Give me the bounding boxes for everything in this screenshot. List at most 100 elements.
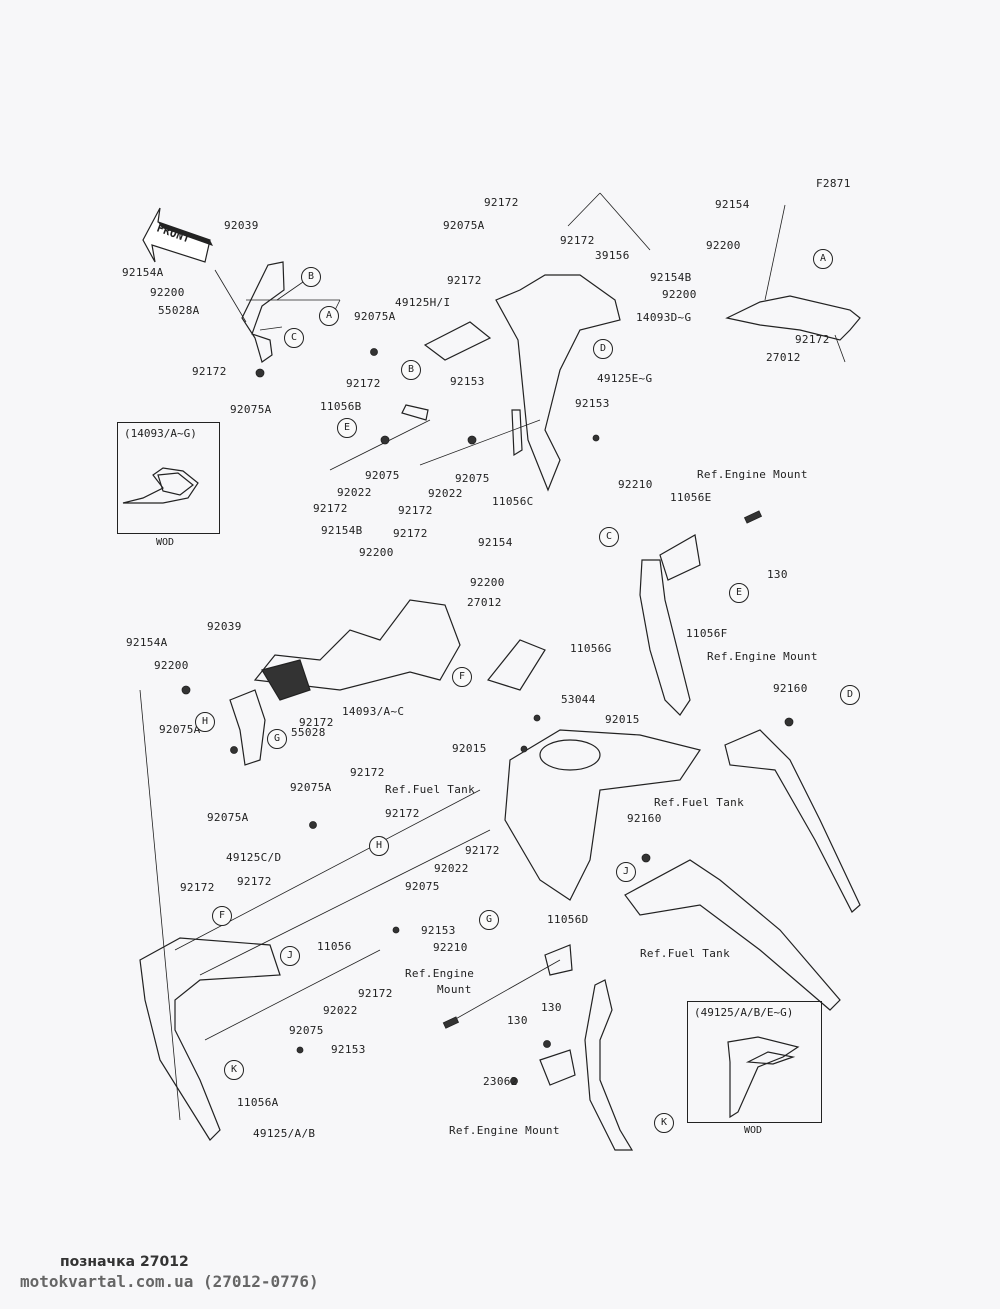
part-number-label[interactable]: 49125C/D xyxy=(226,851,282,864)
part-number-label[interactable]: 11056A xyxy=(237,1096,279,1109)
ref-marker-g[interactable]: G xyxy=(479,910,499,930)
part-number-label[interactable]: 92200 xyxy=(662,288,697,301)
part-number-label[interactable]: 92039 xyxy=(207,620,242,633)
part-number-label[interactable]: 92154A xyxy=(122,266,164,279)
part-number-label[interactable]: 49125/A/B xyxy=(253,1127,316,1140)
part-number-label[interactable]: 92172 xyxy=(350,766,385,779)
ref-marker-c[interactable]: C xyxy=(599,527,619,547)
part-number-label[interactable]: 92075A xyxy=(159,723,201,736)
ref-marker-f[interactable]: F xyxy=(212,906,232,926)
ref-marker-d[interactable]: D xyxy=(840,685,860,705)
part-number-label[interactable]: 11056G xyxy=(570,642,612,655)
part-number-label[interactable]: 39156 xyxy=(595,249,630,262)
part-number-label[interactable]: 92154B xyxy=(650,271,692,284)
part-number-label[interactable]: 92075A xyxy=(354,310,396,323)
part-number-label[interactable]: 130 xyxy=(767,568,788,581)
reference-label[interactable]: Ref.Engine Mount xyxy=(697,468,808,481)
ref-marker-k[interactable]: K xyxy=(654,1113,674,1133)
part-number-label[interactable]: 92200 xyxy=(359,546,394,559)
part-number-label[interactable]: 49125H/I xyxy=(395,296,451,309)
part-number-label[interactable]: 92075A xyxy=(443,219,485,232)
part-number-label[interactable]: 92075 xyxy=(289,1024,324,1037)
part-number-label[interactable]: 92172 xyxy=(192,365,227,378)
reference-label[interactable]: Ref.Fuel Tank xyxy=(654,796,744,809)
part-number-label[interactable]: 92154B xyxy=(321,524,363,537)
part-number-label[interactable]: 92075 xyxy=(365,469,400,482)
part-number-label[interactable]: 92172 xyxy=(358,987,393,1000)
part-number-label[interactable]: 92015 xyxy=(605,713,640,726)
part-number-label[interactable]: 27012 xyxy=(467,596,502,609)
part-number-label[interactable]: 49125E~G xyxy=(597,372,653,385)
part-number-label[interactable]: 92172 xyxy=(484,196,519,209)
part-number-label[interactable]: 92153 xyxy=(331,1043,366,1056)
part-number-label[interactable]: 130 xyxy=(507,1014,528,1027)
part-number-label[interactable]: 92075A xyxy=(290,781,332,794)
part-number-label[interactable]: 92172 xyxy=(393,527,428,540)
part-number-label[interactable]: 11056D xyxy=(547,913,589,926)
part-number-label[interactable]: 55028A xyxy=(158,304,200,317)
part-number-label[interactable]: 92075 xyxy=(455,472,490,485)
ref-marker-a[interactable]: A xyxy=(813,249,833,269)
part-number-label[interactable]: 92154 xyxy=(715,198,750,211)
part-number-label[interactable]: 92210 xyxy=(433,941,468,954)
part-number-label[interactable]: 92172 xyxy=(180,881,215,894)
part-number-label[interactable]: 14093D~G xyxy=(636,311,692,324)
part-number-label[interactable]: 92172 xyxy=(299,716,334,729)
part-number-label[interactable]: 92172 xyxy=(346,377,381,390)
part-number-label[interactable]: 92172 xyxy=(795,333,830,346)
ref-marker-h[interactable]: H xyxy=(369,836,389,856)
part-number-label[interactable]: 92075 xyxy=(405,880,440,893)
part-number-label[interactable]: 53044 xyxy=(561,693,596,706)
reference-label[interactable]: Ref.Fuel Tank xyxy=(640,947,730,960)
part-number-label[interactable]: 92022 xyxy=(337,486,372,499)
part-number-label[interactable]: 92154 xyxy=(478,536,513,549)
part-number-label[interactable]: 92153 xyxy=(421,924,456,937)
reference-label[interactable]: Ref.Engine Mount xyxy=(449,1124,560,1137)
part-number-label[interactable]: 92154A xyxy=(126,636,168,649)
reference-label[interactable]: Ref.Engine xyxy=(405,967,475,980)
part-number-label[interactable]: 11056B xyxy=(320,400,362,413)
part-number-label[interactable]: 92200 xyxy=(706,239,741,252)
footer-source-link[interactable]: motokvartal.com.ua (27012-0776) xyxy=(20,1272,319,1291)
part-number-label[interactable]: 92172 xyxy=(237,875,272,888)
part-number-label[interactable]: 92153 xyxy=(450,375,485,388)
part-number-label[interactable]: 92210 xyxy=(618,478,653,491)
part-number-label[interactable]: 92160 xyxy=(773,682,808,695)
part-number-label[interactable]: 92172 xyxy=(560,234,595,247)
part-number-label[interactable]: 92075A xyxy=(207,811,249,824)
part-number-label[interactable]: 92153 xyxy=(575,397,610,410)
part-number-label[interactable]: 11056 xyxy=(317,940,352,953)
part-number-label[interactable]: 11056C xyxy=(492,495,534,508)
part-number-label[interactable]: 130 xyxy=(541,1001,562,1014)
ref-marker-b[interactable]: B xyxy=(401,360,421,380)
part-number-label[interactable]: 55028 xyxy=(291,726,326,739)
ref-marker-e[interactable]: E xyxy=(337,418,357,438)
part-number-label[interactable]: 92200 xyxy=(150,286,185,299)
part-number-label[interactable]: 92200 xyxy=(154,659,189,672)
ref-marker-k[interactable]: K xyxy=(224,1060,244,1080)
part-number-label[interactable]: 14093/A~C xyxy=(342,705,405,718)
part-number-label[interactable]: 92022 xyxy=(434,862,469,875)
ref-marker-d[interactable]: D xyxy=(593,339,613,359)
reference-label[interactable]: Mount xyxy=(437,983,472,996)
part-number-label[interactable]: 23062 xyxy=(483,1075,518,1088)
ref-marker-b[interactable]: B xyxy=(301,267,321,287)
part-number-label[interactable]: 92160 xyxy=(627,812,662,825)
part-number-label[interactable]: 92172 xyxy=(447,274,482,287)
part-number-label[interactable]: 11056E xyxy=(670,491,712,504)
ref-marker-g[interactable]: G xyxy=(267,729,287,749)
ref-marker-c[interactable]: C xyxy=(284,328,304,348)
part-number-label[interactable]: 92200 xyxy=(470,576,505,589)
part-number-label[interactable]: 92172 xyxy=(313,502,348,515)
ref-marker-a[interactable]: A xyxy=(319,306,339,326)
part-number-label[interactable]: 92075A xyxy=(230,403,272,416)
part-number-label[interactable]: 92039 xyxy=(224,219,259,232)
ref-marker-f[interactable]: F xyxy=(452,667,472,687)
part-number-label[interactable]: 92172 xyxy=(465,844,500,857)
reference-label[interactable]: Ref.Engine Mount xyxy=(707,650,818,663)
ref-marker-e[interactable]: E xyxy=(729,583,749,603)
part-number-label[interactable]: 92022 xyxy=(428,487,463,500)
part-number-label[interactable]: 92172 xyxy=(385,807,420,820)
part-number-label[interactable]: 11056F xyxy=(686,627,728,640)
part-number-label[interactable]: 27012 xyxy=(766,351,801,364)
